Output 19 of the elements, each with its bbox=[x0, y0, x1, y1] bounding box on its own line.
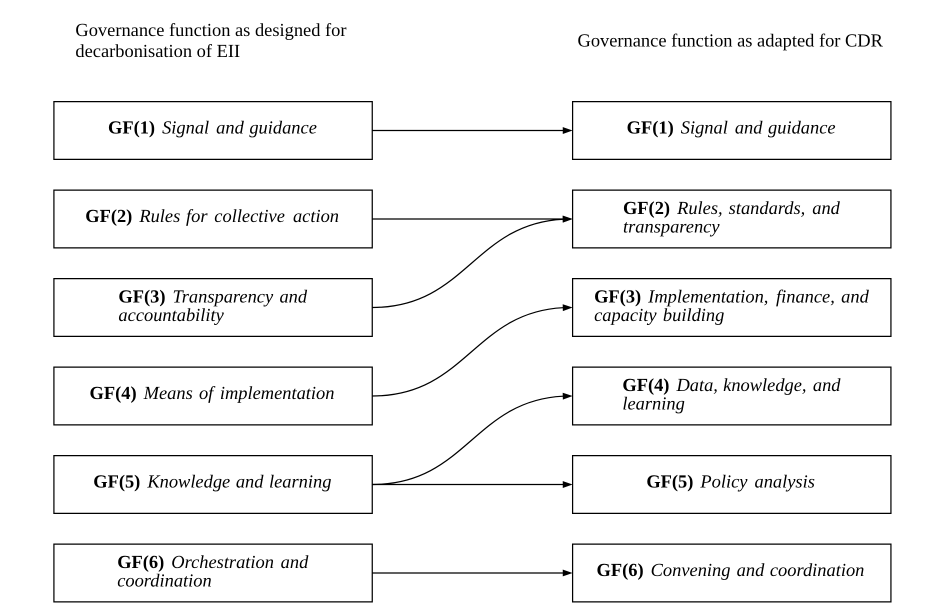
node-box: GF(2) Rules for collective action bbox=[52, 190, 372, 248]
node-box: GF(3) Transparency and accountability bbox=[52, 278, 372, 337]
arrow bbox=[372, 481, 572, 488]
arrow bbox=[372, 304, 572, 397]
node-box: GF(5) Knowledge and learning bbox=[52, 455, 372, 514]
node-box: GF(4) Means of implementation bbox=[52, 366, 372, 426]
node-box: GF(1) Signal and guidance bbox=[52, 101, 372, 160]
node-box: GF(6) Orchestration and coordination bbox=[52, 544, 372, 602]
node-box: GF(1) Signal and guidance bbox=[571, 101, 892, 160]
node-box: GF(6) Convening and coordination bbox=[571, 544, 892, 602]
arrow bbox=[372, 392, 572, 486]
arrow bbox=[372, 127, 572, 134]
node-box: GF(2) Rules, standards, and transparency bbox=[571, 190, 892, 248]
arrow bbox=[372, 570, 572, 576]
label: Governance function as adapted for CDR bbox=[577, 30, 882, 50]
node-box: GF(5) Policy analysis bbox=[571, 455, 892, 514]
node-box: GF(4) Data, knowledge, and learning bbox=[571, 366, 892, 426]
label: Governance function as designed for decarbonisation of EII bbox=[74, 20, 346, 61]
node-box: GF(3) Implementation, finance, and capacity building bbox=[571, 278, 892, 337]
